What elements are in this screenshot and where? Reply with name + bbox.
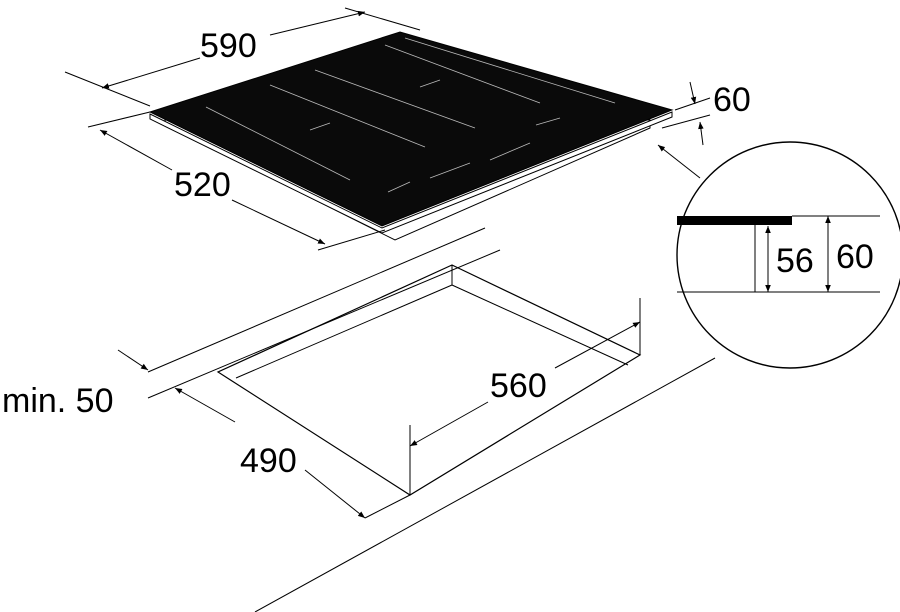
dimension-490: 490 (174, 387, 411, 519)
label-520: 520 (174, 166, 231, 204)
countertop (147, 227, 716, 612)
hob (148, 31, 674, 241)
dimension-590: 590 (64, 7, 421, 107)
label-60: 60 (713, 81, 751, 119)
detail-callout: 56 60 (657, 141, 900, 369)
label-490: 490 (240, 442, 297, 480)
dimension-520: 520 (87, 111, 386, 251)
label-560: 560 (490, 367, 547, 405)
dimension-min-50: min. 50 (2, 349, 149, 420)
label-590: 590 (200, 27, 257, 65)
dimension-560: 560 (409, 298, 641, 495)
label-detail-60: 60 (836, 238, 874, 276)
label-min-50: min. 50 (2, 382, 114, 420)
dimension-60: 60 (661, 81, 751, 146)
label-56: 56 (776, 242, 814, 280)
